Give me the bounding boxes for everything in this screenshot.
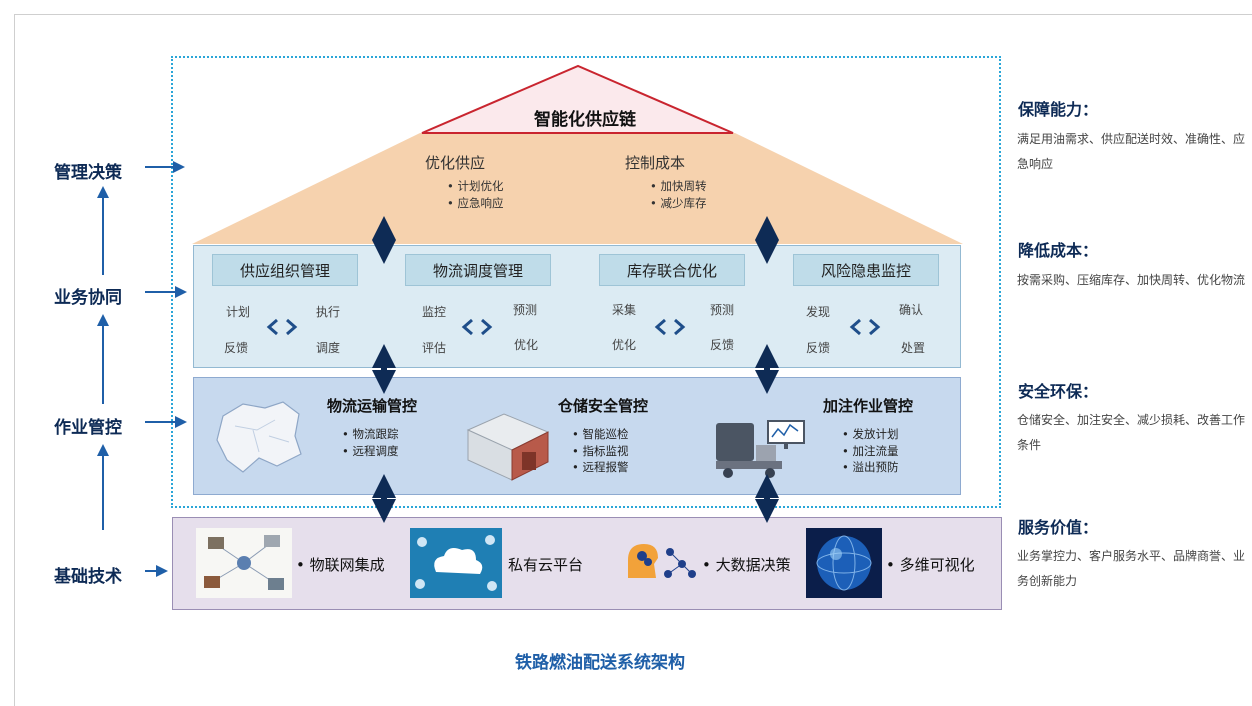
cycle-word: 执行 [316, 305, 341, 319]
cycle-word: 优化 [612, 338, 637, 352]
roof-left-bullet-2: • 应急响应 [447, 196, 504, 210]
cycle-word: 监控 [422, 305, 447, 319]
cycle-word: 反馈 [224, 341, 249, 355]
layer-label-management: 管理决策 [54, 163, 122, 183]
tech-visualization-label: • 多维可视化 [886, 556, 975, 574]
system-boundary [171, 56, 1001, 508]
cycle-icon [849, 318, 881, 336]
cycle-icon [266, 318, 298, 336]
tech-iot-label: • 物联网集成 [296, 556, 385, 574]
layer-label-operations: 作业管控 [54, 418, 122, 438]
module-risk-monitoring: 风险隐患监控 [793, 254, 939, 286]
layer-label-technology: 基础技术 [54, 567, 122, 587]
roof-right-title: 控制成本 [625, 154, 686, 172]
layer-label-coordination: 业务协同 [54, 288, 122, 308]
tech-bigdata-label: • 大数据决策 [702, 556, 791, 574]
cycle-word: 计划 [226, 305, 251, 319]
cycle-word: 优化 [514, 338, 539, 352]
cycle-word: 反馈 [710, 338, 735, 352]
operations-panel [193, 377, 961, 495]
ops-fueling-bullet-1: • 发放计划 [842, 427, 899, 441]
benefit-desc-safety: 仓储安全、加注安全、减少损耗、改善工作条件 [1017, 413, 1246, 452]
benefit-title-assurance: 保障能力： [1018, 100, 1099, 119]
module-supply-organization: 供应组织管理 [212, 254, 358, 286]
globe-visualization-icon [806, 528, 882, 598]
cycle-word: 评估 [422, 341, 447, 355]
cycle-word: 反馈 [806, 341, 831, 355]
cycle-icon [654, 318, 686, 336]
big-data-icon [628, 544, 696, 578]
module-logistics-dispatch: 物流调度管理 [405, 254, 551, 286]
roof-right-bullet-1: • 加快周转 [650, 179, 707, 193]
left-border [14, 14, 15, 706]
cycle-icon [461, 318, 493, 336]
top-border [14, 14, 1252, 15]
ops-transport-bullet-2: • 远程调度 [342, 444, 399, 458]
roof-title: 智能化供应链 [534, 110, 636, 130]
diagram-caption: 铁路燃油配送系统架构 [515, 653, 685, 673]
ops-fueling-bullet-2: • 加注流量 [842, 444, 899, 458]
ops-transport-bullet-1: • 物流跟踪 [342, 427, 399, 441]
benefit-title-safety: 安全环保： [1018, 382, 1099, 401]
ops-transport-title: 物流运输管控 [327, 397, 418, 415]
tech-cloud-label: 私有云平台 [508, 556, 584, 574]
cycle-word: 调度 [316, 341, 341, 355]
benefit-desc-service: 业务掌控力、客户服务水平、品牌商誉、业务创新能力 [1017, 549, 1246, 588]
ops-storage-bullet-1: • 智能巡检 [572, 427, 629, 441]
cycle-word: 采集 [612, 303, 637, 317]
cycle-word: 预测 [710, 303, 735, 317]
cycle-word: 预测 [513, 303, 538, 317]
roof-left-bullet-1: • 计划优化 [447, 179, 504, 193]
benefit-desc-assurance: 满足用油需求、供应配送时效、准确性、应急响应 [1017, 132, 1246, 171]
cycle-word: 确认 [899, 303, 924, 317]
benefit-title-service: 服务价值： [1018, 518, 1099, 537]
benefit-desc-cost: 按需采购、压缩库存、加快周转、优化物流 [1017, 273, 1246, 287]
map-icon [216, 401, 302, 473]
roof-peak [421, 64, 734, 134]
cycle-word: 发现 [806, 305, 831, 319]
ops-storage-bullet-3: • 远程报警 [572, 460, 629, 474]
ops-storage-title: 仓储安全管控 [558, 397, 649, 415]
module-inventory-optimization: 库存联合优化 [599, 254, 745, 286]
private-cloud-icon [410, 528, 502, 598]
benefit-title-cost: 降低成本： [1018, 241, 1099, 260]
layer-flow-arrows [97, 161, 187, 577]
ops-fueling-bullet-3: • 溢出预防 [842, 460, 899, 474]
warehouse-icon [466, 413, 550, 481]
cycle-word: 处置 [901, 341, 926, 355]
roof-right-bullet-2: • 减少库存 [650, 196, 707, 210]
roof-left-title: 优化供应 [425, 154, 486, 172]
ops-fueling-title: 加注作业管控 [823, 397, 914, 415]
iot-network-icon [196, 528, 292, 598]
fuel-truck-icon [716, 420, 805, 478]
ops-storage-bullet-2: • 指标监视 [572, 444, 629, 458]
